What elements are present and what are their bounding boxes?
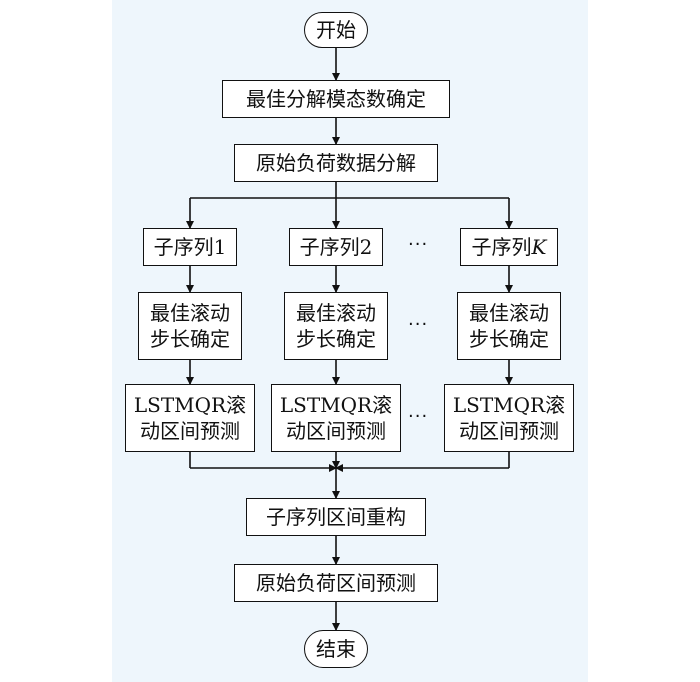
- subseries-2-label: 子序列2: [299, 235, 373, 259]
- determine-modes-box: 最佳分解模态数确定: [222, 80, 450, 118]
- predict-k-line2: 动区间预测: [459, 419, 559, 443]
- predict-2-box: LSTMQR滚 动区间预测: [271, 384, 401, 452]
- step-k-line2: 步长确定: [469, 327, 549, 351]
- step-1-line1: 最佳滚动: [150, 301, 230, 325]
- subseries-1-label: 子序列1: [153, 235, 227, 259]
- start-label: 开始: [316, 18, 356, 42]
- step-k-box: 最佳滚动 步长确定: [457, 292, 561, 360]
- predict-2-line1: LSTMQR滚: [279, 393, 393, 417]
- final-predict-label: 原始负荷区间预测: [256, 571, 416, 595]
- predict-1-box: LSTMQR滚 动区间预测: [125, 384, 255, 452]
- step-1-line2: 步长确定: [150, 327, 230, 351]
- subseries-1-box: 子序列1: [143, 228, 237, 266]
- start-node: 开始: [304, 12, 368, 48]
- subseries-2-box: 子序列2: [289, 228, 383, 266]
- step-1-box: 最佳滚动 步长确定: [138, 292, 242, 360]
- end-node: 结束: [304, 630, 368, 668]
- end-label: 结束: [316, 637, 356, 661]
- decompose-label: 原始负荷数据分解: [256, 151, 416, 175]
- step-k-line1: 最佳滚动: [469, 301, 549, 325]
- predict-k-line1: LSTMQR滚: [452, 393, 566, 417]
- predict-k-box: LSTMQR滚 动区间预测: [444, 384, 574, 452]
- predict-1-line1: LSTMQR滚: [133, 393, 247, 417]
- subseries-k-var: K: [531, 235, 547, 259]
- step-2-box: 最佳滚动 步长确定: [284, 292, 388, 360]
- ellipsis-row-2: ···: [408, 314, 429, 335]
- decompose-box: 原始负荷数据分解: [234, 144, 438, 182]
- ellipsis-row-3: ···: [408, 406, 429, 427]
- ellipsis-row-1: ···: [408, 234, 429, 255]
- subseries-k-label: 子序列: [471, 235, 532, 259]
- reconstruct-box: 子序列区间重构: [246, 498, 426, 536]
- predict-2-line2: 动区间预测: [286, 419, 386, 443]
- predict-1-line2: 动区间预测: [140, 419, 240, 443]
- reconstruct-label: 子序列区间重构: [266, 505, 406, 529]
- final-predict-box: 原始负荷区间预测: [234, 564, 438, 602]
- step-2-line2: 步长确定: [296, 327, 376, 351]
- determine-modes-label: 最佳分解模态数确定: [246, 87, 426, 111]
- step-2-line1: 最佳滚动: [296, 301, 376, 325]
